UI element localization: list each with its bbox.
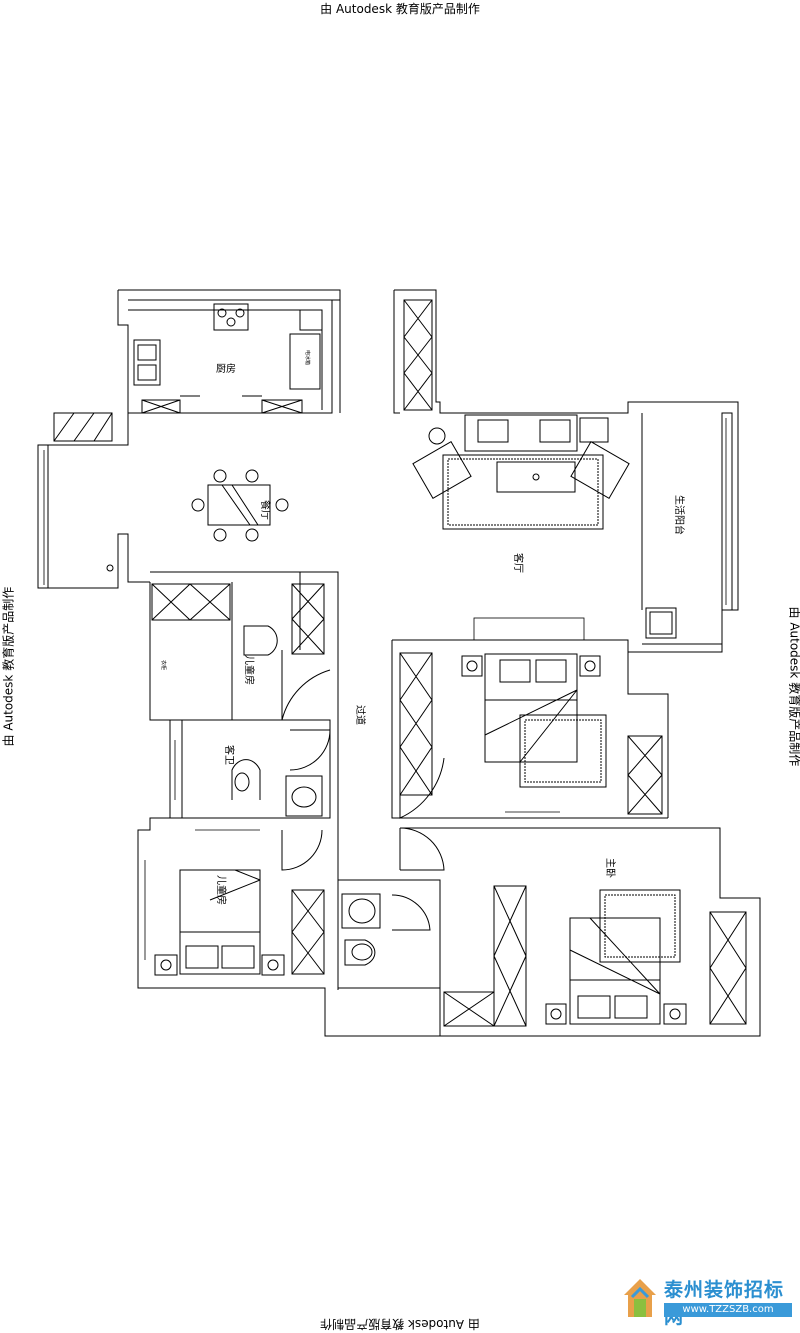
site-logo: 泰州装饰招标网 www.TZZSZB.com [622,1275,797,1328]
kids-room-2-furniture [154,869,325,976]
master-bedroom-label: 主卧 [604,858,617,878]
windows [43,418,727,960]
house-icon [624,1279,656,1317]
master-bath-fixtures [341,893,381,966]
kids-room-1-furniture [151,583,325,656]
corridor-label: 过道 [354,705,367,725]
guest-bath-fixtures [231,759,323,817]
living-furniture [403,299,630,530]
interior-walls [128,299,720,1036]
door-swings [281,650,445,931]
room-labels: 厨房 餐厅 客厅 生活阳台 儿童房 客卫 过道 儿童房 主卧 电冰箱 衣柜 [160,350,686,905]
dining-furniture [53,412,289,572]
kids-room-2-label: 儿童房 [215,875,228,905]
balcony-label: 生活阳台 [673,495,686,535]
guest-bath-label: 客卫 [223,745,236,765]
logo-url: www.TZZSZB.com [664,1303,792,1317]
watermark-top: 由 Autodesk 教育版产品制作 [320,2,480,16]
bedroom-2-furniture [399,652,663,815]
balcony-furniture [642,607,722,645]
kitchen-furniture [128,303,323,414]
fridge-label: 电冰箱 [304,350,311,365]
kitchen-label: 厨房 [216,362,236,375]
dining-label: 餐厅 [259,500,272,520]
kids-room-1-label: 儿童房 [243,655,256,685]
wardrobe-label: 衣柜 [160,660,167,670]
living-label: 客厅 [512,553,525,573]
master-bedroom-furniture [443,885,747,1027]
logo-name: 泰州装饰招标网 [664,1279,785,1328]
